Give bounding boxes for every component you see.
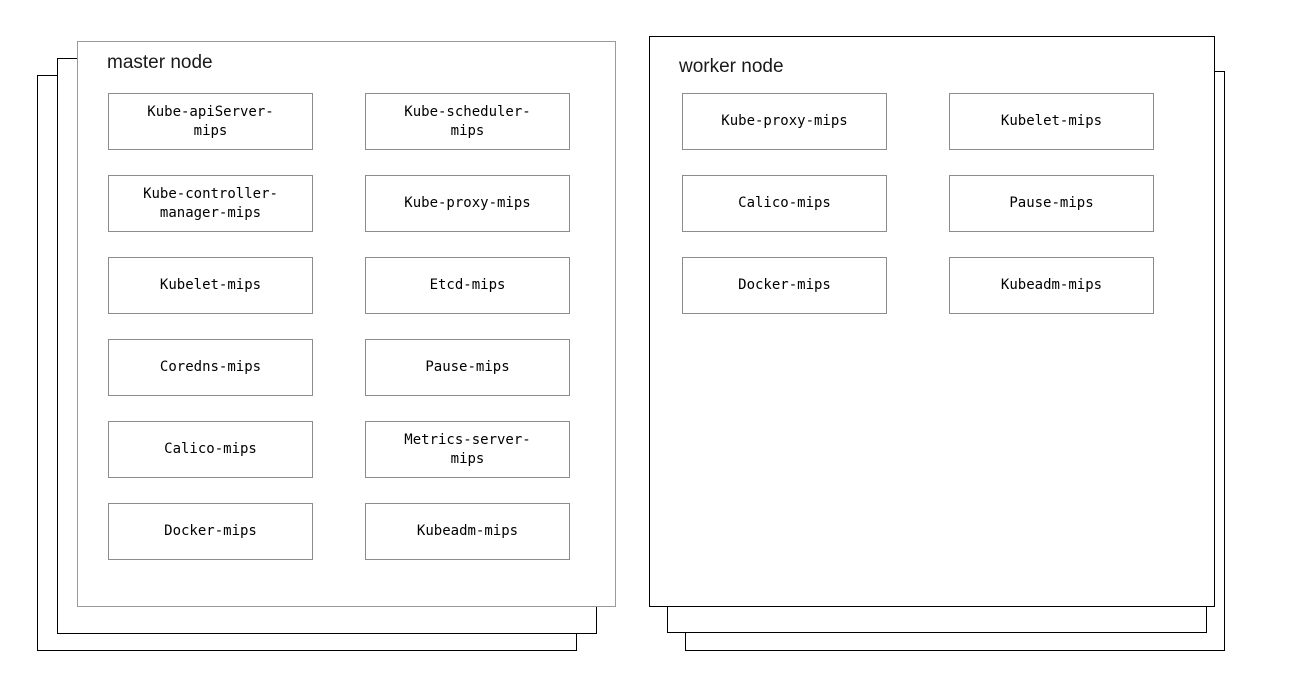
component-box[interactable]: Docker-mips xyxy=(682,257,887,314)
component-box[interactable]: Kube-proxy-mips xyxy=(682,93,887,150)
component-box[interactable]: Kubelet-mips xyxy=(108,257,313,314)
component-box[interactable]: Metrics-server- mips xyxy=(365,421,570,478)
worker-node-component-grid: Kube-proxy-mips Kubelet-mips Calico-mips… xyxy=(682,93,1154,314)
component-box[interactable]: Etcd-mips xyxy=(365,257,570,314)
component-box[interactable]: Kube-apiServer- mips xyxy=(108,93,313,150)
worker-node-title: worker node xyxy=(679,56,784,77)
component-box[interactable]: Coredns-mips xyxy=(108,339,313,396)
component-box[interactable]: Kubeadm-mips xyxy=(949,257,1154,314)
component-box[interactable]: Docker-mips xyxy=(108,503,313,560)
component-box[interactable]: Kubelet-mips xyxy=(949,93,1154,150)
component-box[interactable]: Calico-mips xyxy=(108,421,313,478)
master-node-title: master node xyxy=(107,52,213,73)
master-node-component-grid: Kube-apiServer- mips Kube-scheduler- mip… xyxy=(108,93,570,560)
component-box[interactable]: Kube-controller- manager-mips xyxy=(108,175,313,232)
component-box[interactable]: Pause-mips xyxy=(949,175,1154,232)
component-box[interactable]: Kubeadm-mips xyxy=(365,503,570,560)
component-box[interactable]: Kube-scheduler- mips xyxy=(365,93,570,150)
component-box[interactable]: Pause-mips xyxy=(365,339,570,396)
component-box[interactable]: Kube-proxy-mips xyxy=(365,175,570,232)
component-box[interactable]: Calico-mips xyxy=(682,175,887,232)
